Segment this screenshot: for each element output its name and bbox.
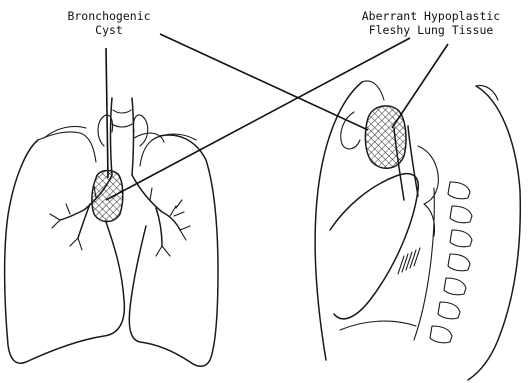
tissue-leader-line (392, 44, 448, 128)
mediastinal-vessel-right (133, 115, 147, 146)
lung-outline-lateral-posterior (468, 86, 520, 380)
trachea-frontal (111, 98, 134, 175)
right-lung-outline-frontal (129, 135, 218, 366)
rib-strokes (398, 248, 420, 274)
bronchogenic-cyst (92, 171, 123, 222)
heart-lateral (330, 174, 418, 319)
frontal-view (5, 98, 218, 366)
lateral-view (315, 81, 520, 380)
right-lung-medial-edge (140, 136, 160, 166)
diaphragm-lateral (340, 321, 416, 330)
trachea-rings (112, 110, 132, 127)
bronchus-lateral (418, 146, 438, 236)
cyst-leader-line (106, 48, 108, 178)
tissue-to-frontal-leader-line (106, 38, 410, 200)
bronchial-branches-right (150, 188, 190, 256)
hilum-outline (341, 112, 360, 149)
aortic-arch (134, 133, 164, 142)
bronchial-branches-left (50, 186, 96, 250)
vertebral-column (414, 182, 472, 343)
lung-outline-lateral-apex (362, 81, 384, 100)
